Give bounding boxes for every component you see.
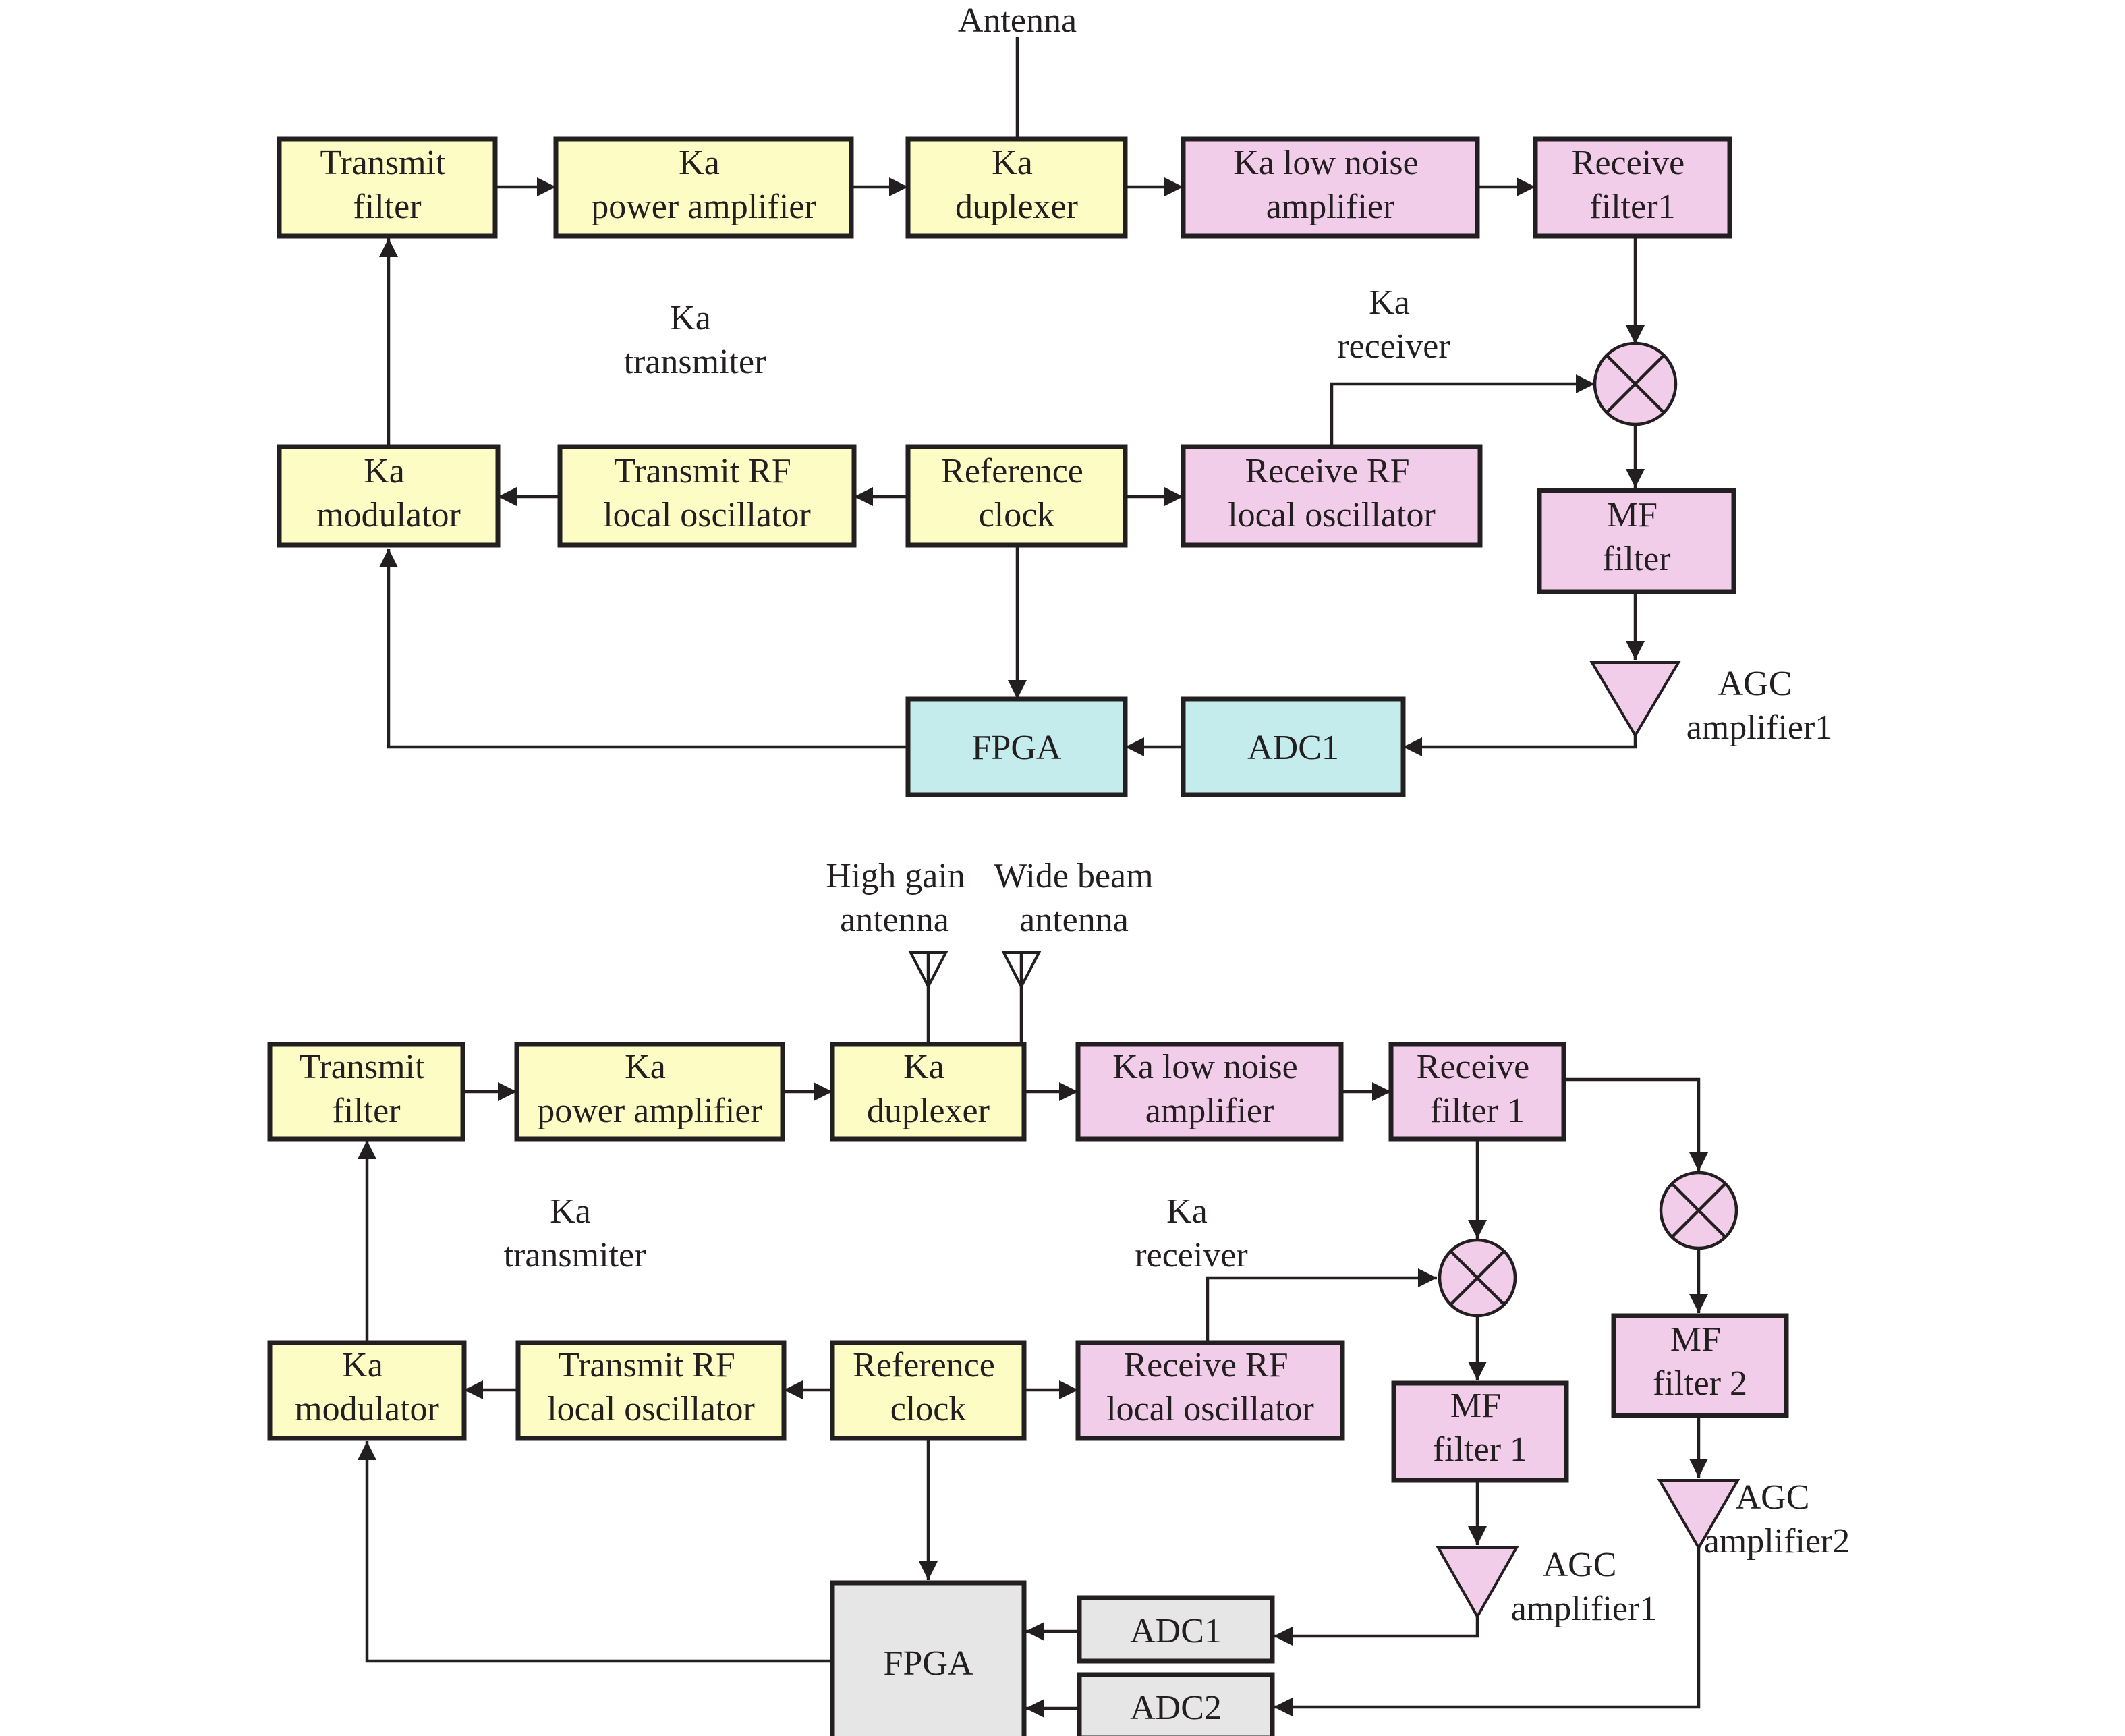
low-noise-amplifier-block [1181,136,1480,239]
mf-filter-1-block [1391,1380,1569,1483]
power-amplifier-label: Ka power amplifier [537,1048,762,1130]
adc1-label: ADC1 [1130,1612,1222,1650]
wide-beam-antenna-label: Wide beam antenna [994,857,1162,939]
modulator-block [267,1340,467,1441]
mf-filter-label: MF filter [1602,496,1670,578]
duplexer-label: Ka duplexer [955,144,1078,226]
receive-lo-label: Receive RF local oscillator [1228,452,1436,534]
power-amplifier-block [553,136,854,239]
agc-amplifier-1-icon [1436,1546,1519,1620]
power-amplifier-label: Ka power amplifier [591,144,816,226]
receive-lo-block [1075,1340,1345,1441]
transmitter-group-label: Ka transmiter [504,1192,646,1275]
receiver-group-label: Ka receiver [1135,1192,1247,1275]
transmit-filter-block [277,136,498,239]
transmit-lo-block [515,1340,787,1441]
transmit-filter-label: Transmit filter [300,1048,434,1130]
receive-filter-block [1533,136,1732,239]
modulator-label: Ka modulator [316,452,461,534]
modulator-label: Ka modulator [295,1346,439,1428]
transmit-lo-block [557,444,857,548]
reference-clock-label: Reference clock [853,1346,1004,1428]
transmit-lo-label: Transmit RF local oscillator [603,452,811,534]
transmit-filter-label: Transmit filter [320,144,455,226]
receiver-group-label: Ka receiver [1337,283,1450,366]
modulator-block [277,444,501,548]
wire-rxlo-to-mixer [1330,374,1595,447]
wide-beam-antenna-icon [1001,951,1042,1044]
duplexer-label: Ka duplexer [867,1048,990,1130]
adc2-block [1077,1672,1275,1736]
fpga-label: FPGA [972,729,1062,767]
duplexer-block [830,1042,1027,1142]
transmit-filter-block [267,1042,465,1142]
receive-lo-label: Receive RF local oscillator [1106,1346,1314,1428]
adc2-label: ADC2 [1130,1689,1222,1727]
mf-filter-1-label: MF filter 1 [1433,1387,1527,1469]
wire-fpga-to-modulator [379,549,908,749]
power-amplifier-block [514,1042,785,1142]
reference-clock-block [830,1340,1027,1441]
fpga-block [905,696,1128,797]
low-noise-amplifier-label: Ka low noise amplifier [1112,1048,1306,1130]
mixer-1-icon [1438,1238,1517,1318]
wire-agc1-to-adc1 [1274,1617,1479,1646]
agc-amplifier-label: AGC amplifier1 [1687,665,1833,747]
low-noise-amplifier-label: Ka low noise amplifier [1233,144,1427,226]
transmitter-group-label: Ka transmiter [624,299,766,381]
low-noise-amplifier-block [1075,1042,1344,1142]
wire-fpga-to-modulator [358,1441,832,1663]
mf-filter-block [1537,488,1736,594]
wire-agc-to-adc [1403,735,1637,756]
antenna-label: Antenna [958,1,1077,40]
fpga-label: FPGA [884,1644,973,1683]
agc-amplifier-2-label: AGC amplifier2 [1704,1478,1850,1561]
agc-amplifier-icon [1589,661,1681,738]
adc-label: ADC1 [1247,729,1339,767]
duplexer-block [905,136,1128,239]
top-diagram: Antenna Ka transmiter Ka receiver Transm… [277,1,1833,797]
receive-lo-block [1181,444,1483,548]
wire-rxfilter-to-mixer2 [1564,1077,1708,1171]
wire-rxlo-to-mixer1 [1206,1268,1437,1343]
receive-filter-label: Receive filter1 [1572,144,1693,226]
receive-filter-label: Receive filter 1 [1417,1048,1538,1130]
mixer-2-icon [1659,1171,1738,1250]
adc-block [1181,696,1406,797]
bottom-diagram: High gain antenna Wide beam antenna Ka t… [267,857,1850,1736]
fpga-block [830,1580,1027,1736]
receive-filter-block [1388,1042,1566,1142]
adc1-block [1077,1595,1275,1664]
agc-amplifier-1-label: AGC amplifier1 [1511,1546,1658,1628]
mf-filter-2-label: MF filter 2 [1653,1320,1747,1403]
mf-filter-2-block [1611,1313,1789,1418]
reference-clock-block [905,444,1128,548]
reference-clock-label: Reference clock [941,452,1092,534]
agc-amplifier-2-icon [1657,1479,1740,1550]
wire-agc2-to-adc2 [1274,1548,1701,1716]
high-gain-antenna-icon [908,951,948,1044]
transmit-lo-label: Transmit RF local oscillator [547,1346,755,1428]
mixer-icon [1593,341,1678,426]
high-gain-antenna-label: High gain antenna [826,857,974,939]
